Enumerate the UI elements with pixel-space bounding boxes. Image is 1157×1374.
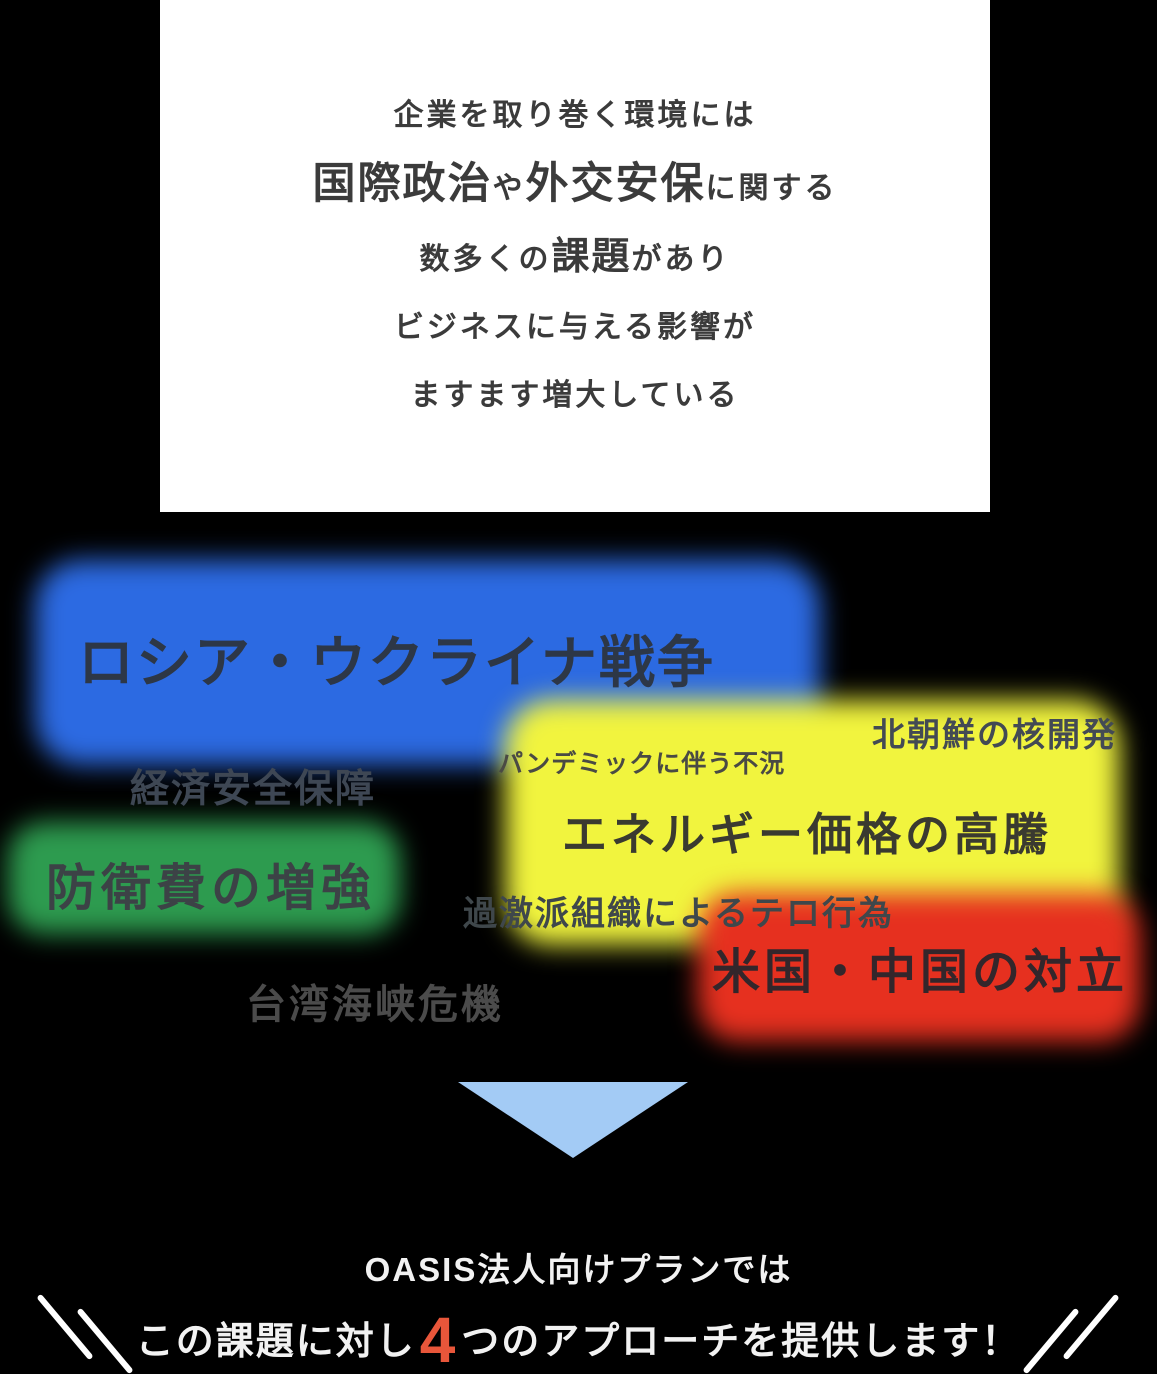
outro-plan-title: OASIS法人向けプランでは — [364, 1251, 793, 1288]
highlight-blob-green — [8, 822, 400, 934]
outro-statement-tail: つのアプローチを提供します！ — [461, 1321, 1022, 1363]
intro-line3-head: 数多くの — [419, 243, 552, 276]
intro-keyword-issues: 課題 — [551, 236, 632, 278]
intro-line-2: 国際政治や外交安保に関する — [160, 150, 990, 223]
intro-line-1: 企業を取り巻く環境には — [393, 99, 757, 132]
issue-extremist-terrorism: 過激派組織によるテロ行為 — [463, 896, 894, 933]
intro-line2-connector: や — [492, 172, 526, 205]
issue-economic-security: 経済安全保障 — [130, 768, 377, 811]
issue-taiwan-strait-crisis: 台湾海峡危機 — [246, 982, 504, 1027]
intro-card: 企業を取り巻く環境には 国際政治や外交安保に関する 数多くの課題があり ビジネス… — [160, 0, 990, 512]
issue-us-china-conflict: 米国・中国の対立 — [711, 946, 1128, 999]
issue-defense-budget: 防衛費の増強 — [46, 860, 376, 916]
intro-keyword-diplomatic-security: 外交安保 — [525, 160, 706, 208]
outro-approach-count: 4 — [419, 1304, 458, 1374]
down-arrow-icon — [458, 1082, 688, 1158]
intro-line-5: ますます増大している — [410, 379, 740, 412]
intro-line3-tail: があり — [631, 243, 731, 276]
issue-north-korea-nuclear: 北朝鮮の核開発 — [872, 718, 1117, 754]
outro-statement-head: この課題に対し — [135, 1321, 416, 1363]
highlight-blob-red — [698, 893, 1140, 1041]
issue-energy-price-surge: エネルギー価格の高騰 — [562, 810, 1053, 860]
intro-keyword-international-politics: 国際政治 — [312, 160, 493, 208]
issue-pandemic-recession: パンデミックに伴う不況 — [498, 751, 786, 778]
intro-line2-tail: に関する — [705, 172, 838, 205]
issue-russia-ukraine-war: ロシア・ウクライナ戦争 — [78, 633, 715, 695]
intro-line-4: ビジネスに与える影響が — [393, 311, 757, 344]
intro-line-3: 数多くの課題があり — [160, 223, 990, 294]
